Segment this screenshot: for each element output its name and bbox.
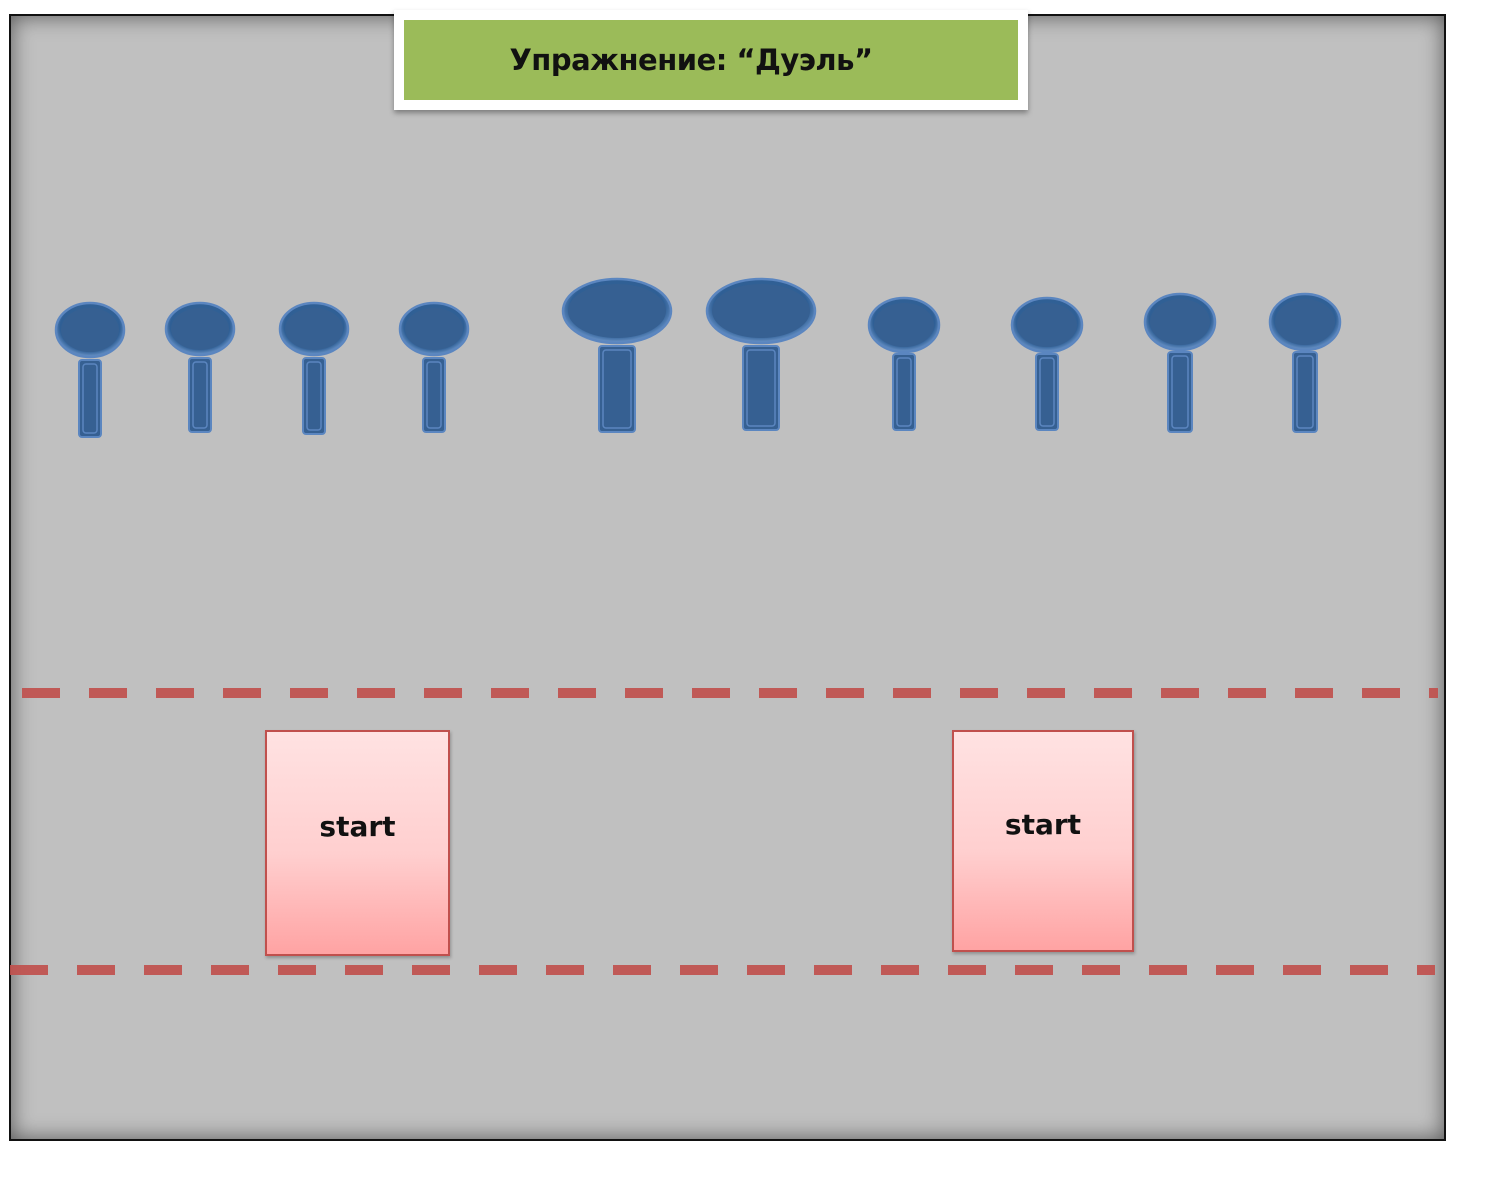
- cone-stem: [1292, 351, 1318, 433]
- cone-marker-icon: [1010, 296, 1084, 431]
- cone-head-inner: [568, 284, 666, 338]
- cone-stem: [1167, 351, 1193, 433]
- upper-boundary-line: [22, 688, 1438, 698]
- start-label: start: [1004, 808, 1082, 841]
- cone-stem-inner: [1039, 357, 1055, 427]
- cone-head-inner: [712, 284, 810, 338]
- cone-marker-icon: [561, 277, 673, 433]
- cone-stem: [78, 359, 102, 438]
- cone-stem-inner: [1296, 355, 1314, 429]
- cone-head-inner: [874, 303, 934, 347]
- cone-marker-icon: [1143, 292, 1217, 433]
- exercise-field: [9, 14, 1446, 1141]
- title-frame: Упражнение: “Дуэль”: [394, 10, 1028, 110]
- page-title: Упражнение: “Дуэль”: [509, 43, 873, 77]
- cone-stem-inner: [896, 357, 912, 427]
- cone-stem: [1035, 353, 1059, 431]
- cone-stem-inner: [306, 361, 322, 431]
- cone-stem: [422, 357, 446, 433]
- start-box-right: start: [952, 730, 1134, 952]
- cone-head-inner: [171, 308, 229, 350]
- cone-marker-icon: [705, 277, 817, 431]
- lower-boundary-line: [10, 965, 1435, 975]
- title-bar: Упражнение: “Дуэль”: [404, 20, 1018, 100]
- cone-marker-icon: [1268, 292, 1342, 433]
- cone-stem-inner: [82, 363, 98, 434]
- cone-marker-icon: [398, 301, 470, 433]
- cone-stem: [742, 345, 780, 431]
- cone-head-inner: [1275, 299, 1335, 345]
- cone-stem: [598, 345, 636, 433]
- cone-stem-inner: [746, 349, 776, 427]
- cone-stem: [302, 357, 326, 435]
- cone-head-inner: [405, 308, 463, 350]
- cone-stem-inner: [1171, 355, 1189, 429]
- cone-stem-inner: [426, 361, 442, 429]
- cone-stem: [188, 357, 212, 433]
- start-label: start: [319, 810, 396, 843]
- cone-marker-icon: [278, 301, 350, 435]
- cone-stem: [892, 353, 916, 431]
- cone-head-inner: [1150, 299, 1210, 345]
- cone-stem-inner: [192, 361, 208, 429]
- cone-head-inner: [61, 308, 119, 352]
- cone-marker-icon: [54, 301, 126, 438]
- cone-stem-inner: [602, 349, 632, 429]
- cone-marker-icon: [164, 301, 236, 433]
- start-box-left: start: [265, 730, 450, 956]
- cone-head-inner: [285, 308, 343, 350]
- cone-marker-icon: [867, 296, 941, 431]
- cone-head-inner: [1017, 303, 1077, 347]
